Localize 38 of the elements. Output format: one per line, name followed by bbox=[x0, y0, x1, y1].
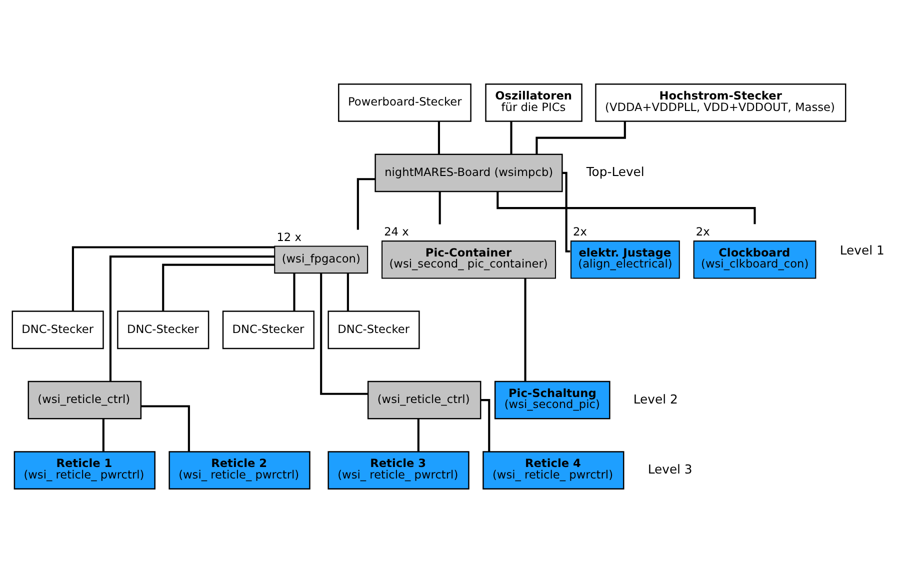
connector bbox=[417, 418, 420, 452]
node-label: 2x bbox=[573, 224, 587, 239]
node-box: DNC-Stecker bbox=[222, 310, 314, 350]
node-box: Reticle 2 (wsi_ reticle_ pwrctrl) bbox=[168, 451, 310, 490]
node-box: DNC-Stecker bbox=[328, 310, 420, 350]
label: Level 1 bbox=[840, 242, 884, 258]
connector bbox=[109, 256, 275, 382]
connector bbox=[480, 399, 490, 452]
connector bbox=[510, 122, 512, 154]
node-box: Powerboard-Stecker bbox=[338, 84, 472, 122]
node-box: nightMARES-Board (wsimpcb) bbox=[374, 154, 563, 192]
node-box: (wsi_reticle_ctrl) bbox=[28, 380, 142, 420]
node-box: Oszillatoren für die PICs bbox=[485, 84, 582, 122]
label: Level 3 bbox=[648, 461, 692, 476]
connector bbox=[524, 278, 526, 382]
label: Level 2 bbox=[633, 391, 678, 406]
node-box: (wsi_reticle_ctrl) bbox=[367, 380, 482, 420]
label: Top-Level bbox=[586, 164, 644, 180]
connector bbox=[72, 246, 274, 312]
node-label: 12 x bbox=[276, 230, 302, 244]
connector bbox=[346, 273, 349, 312]
connector bbox=[438, 192, 441, 224]
connector bbox=[438, 122, 440, 154]
node-box: DNC-Stecker bbox=[117, 310, 210, 350]
node-box: Reticle 4 (wsi_ reticle_ pwrctrl) bbox=[482, 451, 624, 490]
node-box: Reticle 3 (wsi_ reticle_ pwrctrl) bbox=[328, 451, 470, 490]
node-box: Hochstrom-Stecker (VDDA+VDDPLL, VDD+VDDOUT, Masse) bbox=[595, 84, 846, 122]
connector bbox=[356, 178, 376, 230]
node-box: DNC-Stecker bbox=[12, 310, 104, 350]
node-box: Pic-Schaltung (wsi_second_pic) bbox=[494, 380, 610, 420]
connector bbox=[162, 264, 275, 312]
node-box: Reticle 1 (wsi_ reticle_ pwrctrl) bbox=[14, 451, 156, 490]
connector bbox=[141, 405, 190, 452]
connector bbox=[320, 273, 368, 395]
connector bbox=[102, 418, 104, 452]
connector bbox=[293, 273, 296, 312]
node-label: 24 x bbox=[384, 224, 409, 239]
node-label: 2x bbox=[696, 224, 710, 239]
